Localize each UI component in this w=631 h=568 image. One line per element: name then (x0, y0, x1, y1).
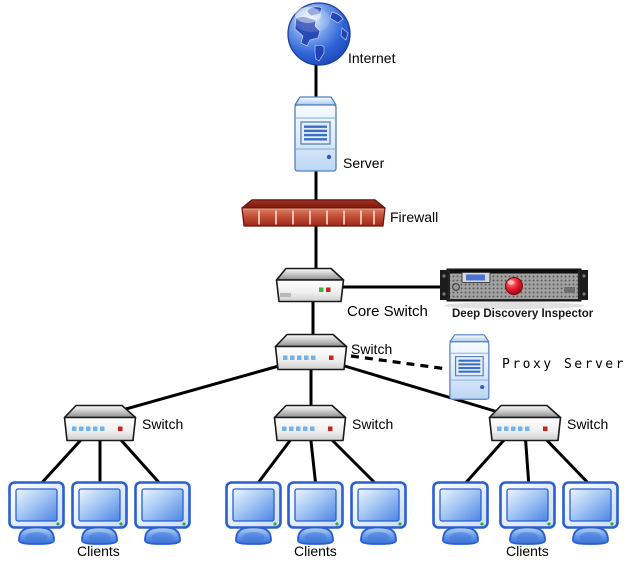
internet-globe-icon (287, 2, 351, 66)
client-monitor-icon (225, 481, 282, 546)
access-switch-left-label: Switch (142, 416, 184, 432)
clients-left-label: Clients (77, 543, 120, 559)
firewall-label: Firewall (390, 209, 439, 225)
proxy-server-label: Proxy Server (502, 357, 626, 372)
client-monitor-icon (8, 481, 65, 546)
clients-middle-label: Clients (294, 543, 337, 559)
server-label: Server (343, 155, 385, 171)
client-monitor-icon (562, 481, 619, 546)
clients-right-group (432, 481, 619, 546)
clients-middle-group (225, 481, 407, 546)
access-switch-left-icon (63, 404, 137, 442)
access-switch-right-icon (488, 404, 562, 442)
firewall-icon (241, 199, 386, 227)
access-switch-middle-label: Switch (352, 416, 394, 432)
link-distswitch-switchright (337, 362, 499, 414)
distribution-switch-icon (274, 333, 348, 371)
core-switch-icon (275, 267, 345, 303)
distribution-switch-label: Switch (351, 341, 393, 357)
clients-right-label: Clients (506, 543, 549, 559)
access-switch-middle-icon (273, 404, 347, 442)
access-switch-right-label: Switch (567, 416, 609, 432)
proxy-server-icon (449, 334, 490, 400)
client-monitor-icon (350, 481, 407, 546)
client-monitor-icon (499, 481, 556, 546)
clients-left-group (8, 481, 191, 546)
server-icon (294, 96, 337, 172)
internet-label: Internet (348, 50, 396, 66)
link-distswitch-proxy-dashed (350, 354, 448, 371)
link-distswitch-switchleft (114, 362, 287, 414)
client-monitor-icon (134, 481, 191, 546)
client-monitor-icon (71, 481, 128, 546)
deep-discovery-inspector-label: Deep Discovery Inspector (452, 308, 594, 320)
core-switch-label: Core Switch (347, 303, 428, 320)
deep-discovery-inspector-icon (440, 268, 588, 309)
client-monitor-icon (432, 481, 489, 546)
client-monitor-icon (287, 481, 344, 546)
